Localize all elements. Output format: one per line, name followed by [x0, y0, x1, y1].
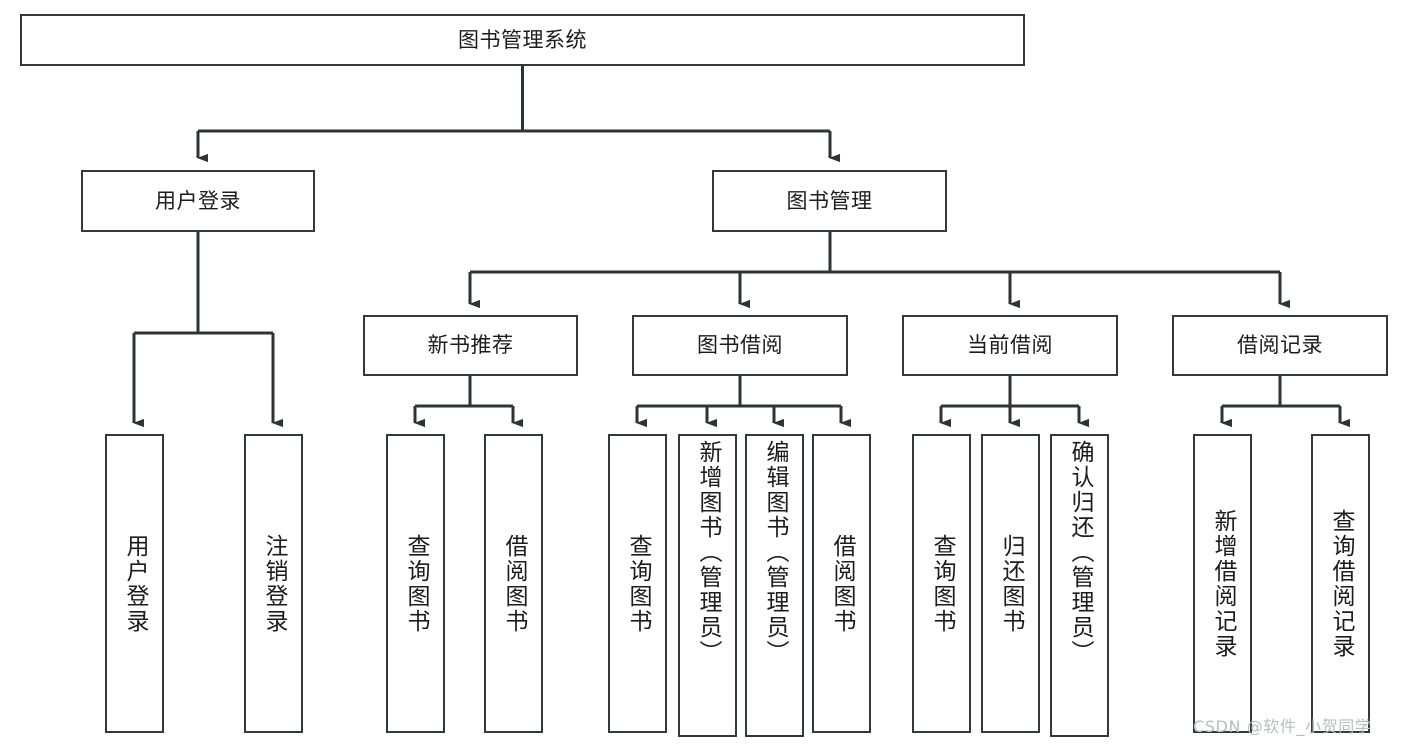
leaf-query-book-2-label: 查询图书 [625, 533, 651, 634]
node-root-label: 图书管理系统 [458, 27, 587, 52]
csdn-watermark: CSDN @软件_小贺同学 [1193, 717, 1372, 736]
node-current-borrow-label: 当前借阅 [967, 333, 1053, 358]
leaf-borrow-book-1[interactable]: 借阅图书 [484, 434, 543, 733]
leaf-return-book-label: 归还图书 [998, 533, 1024, 634]
leaf-confirm-return-admin-label: 确认归还（管理员） [1067, 440, 1093, 665]
leaf-confirm-return-admin[interactable]: 确认归还（管理员） [1050, 434, 1109, 737]
leaf-edit-book-admin-label: 编辑图书（管理员） [762, 440, 788, 665]
node-current-borrow[interactable]: 当前借阅 [902, 315, 1118, 376]
node-book-borrow-label: 图书借阅 [697, 333, 783, 358]
leaf-query-borrow-record[interactable]: 查询借阅记录 [1311, 434, 1370, 733]
node-book-manage-label: 图书管理 [786, 188, 873, 213]
node-new-book-recommend[interactable]: 新书推荐 [363, 315, 578, 376]
node-book-manage[interactable]: 图书管理 [712, 170, 947, 232]
leaf-borrow-book-1-label: 借阅图书 [501, 533, 527, 634]
leaf-add-borrow-record[interactable]: 新增借阅记录 [1193, 434, 1252, 733]
leaf-query-book-3-label: 查询图书 [929, 533, 955, 634]
leaf-edit-book-admin[interactable]: 编辑图书（管理员） [745, 434, 804, 737]
node-borrow-record-label: 借阅记录 [1237, 333, 1323, 358]
leaf-query-borrow-record-label: 查询借阅记录 [1328, 508, 1354, 659]
leaf-query-book-1[interactable]: 查询图书 [386, 434, 445, 733]
leaf-user-login[interactable]: 用户登录 [105, 434, 164, 733]
leaf-query-book-3[interactable]: 查询图书 [912, 434, 971, 733]
leaf-add-borrow-record-label: 新增借阅记录 [1210, 508, 1236, 659]
leaf-add-book-admin-label: 新增图书（管理员） [695, 440, 721, 665]
node-new-book-recommend-label: 新书推荐 [427, 333, 514, 358]
node-borrow-record[interactable]: 借阅记录 [1172, 315, 1388, 376]
leaf-logout-login-label: 注销登录 [261, 533, 287, 634]
node-book-borrow[interactable]: 图书借阅 [632, 315, 848, 376]
leaf-query-book-1-label: 查询图书 [403, 533, 429, 634]
leaf-return-book[interactable]: 归还图书 [981, 434, 1040, 733]
leaf-borrow-book-2[interactable]: 借阅图书 [812, 434, 871, 733]
leaf-add-book-admin[interactable]: 新增图书（管理员） [678, 434, 737, 737]
node-user-login-label: 用户登录 [155, 188, 241, 213]
node-user-login[interactable]: 用户登录 [81, 170, 315, 232]
leaf-borrow-book-2-label: 借阅图书 [829, 533, 855, 634]
leaf-query-book-2[interactable]: 查询图书 [608, 434, 667, 733]
node-root[interactable]: 图书管理系统 [20, 14, 1025, 66]
leaf-user-login-label: 用户登录 [122, 533, 148, 634]
leaf-logout-login[interactable]: 注销登录 [244, 434, 303, 733]
